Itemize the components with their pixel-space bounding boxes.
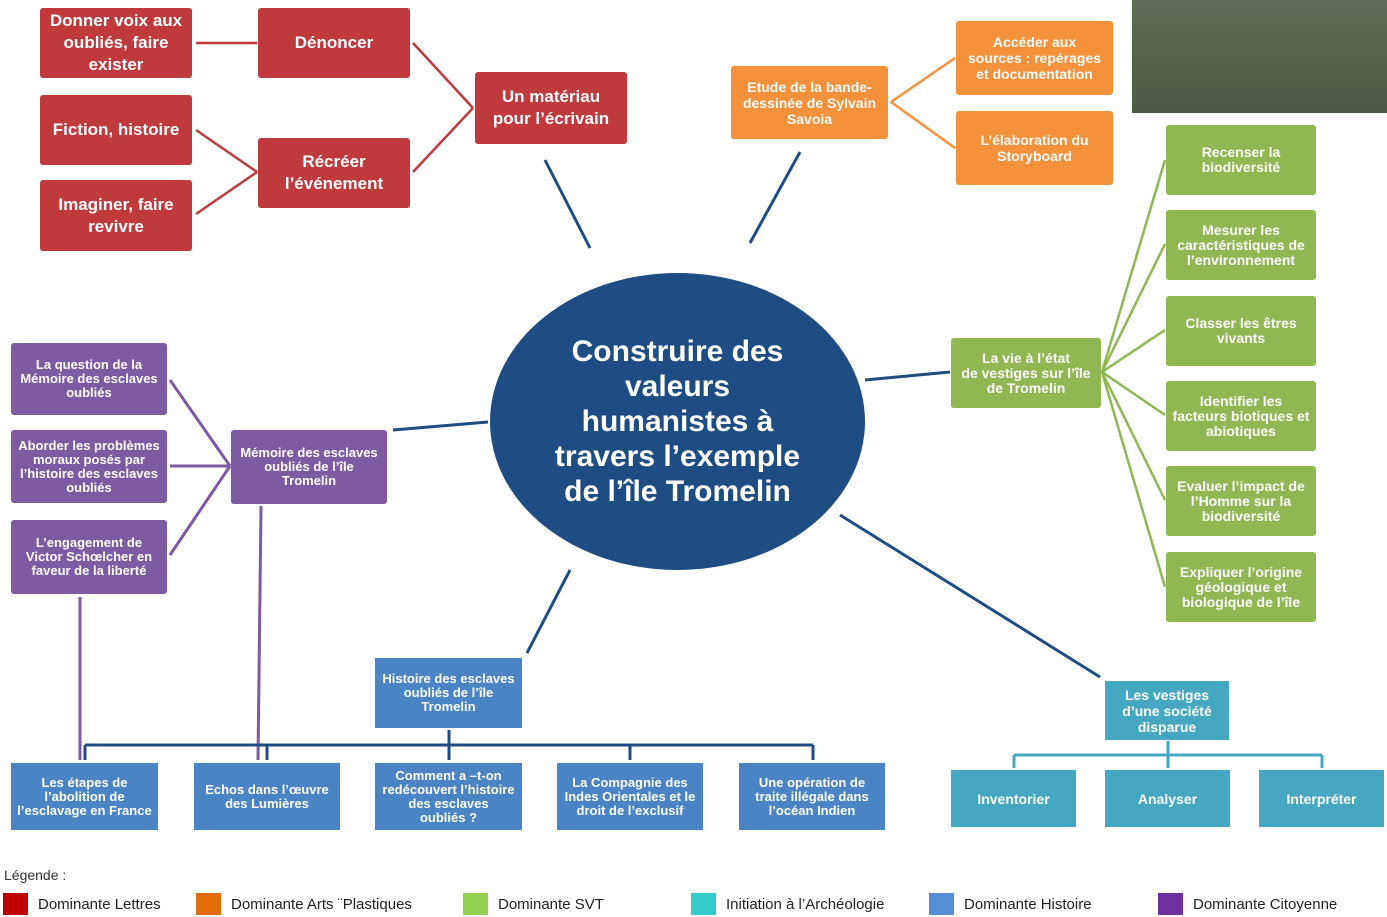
node-svt-item[interactable]: Evaluer l’impact de l’Homme sur la biodi…	[1166, 466, 1316, 536]
node-vie-etat-vestiges[interactable]: La vie à l’état de vestiges sur l’île de…	[951, 338, 1101, 408]
node-imaginer[interactable]: Imaginer, faire revivre	[40, 180, 192, 251]
node-svt-item[interactable]: Classer les êtres vivants	[1166, 296, 1316, 366]
legend-label: Dominante Arts ¨Plastiques	[231, 895, 412, 913]
node-fiction[interactable]: Fiction, histoire	[40, 95, 192, 165]
legend-swatch	[196, 893, 221, 915]
node-archeologie-item[interactable]: Analyser	[1105, 770, 1230, 827]
node-storyboard[interactable]: L’élaboration du Storyboard	[956, 111, 1113, 185]
legend-label: Dominante Histoire	[964, 895, 1092, 913]
node-svt-item[interactable]: Mesurer les caractéristiques de l’enviro…	[1166, 210, 1316, 280]
node-archeologie-item[interactable]: Inventorier	[951, 770, 1076, 827]
node-archeologie-item[interactable]: Interpréter	[1259, 770, 1384, 827]
legend-swatch	[1158, 893, 1183, 915]
node-memoire-esclaves[interactable]: Mémoire des esclaves oubliés de l’île Tr…	[231, 430, 387, 504]
node-recreer[interactable]: Récréer l’événement	[258, 138, 410, 208]
node-vestiges-societe[interactable]: Les vestiges d’une société disparue	[1105, 681, 1229, 740]
legend-item: Dominante Citoyenne	[1158, 893, 1337, 915]
node-materiau[interactable]: Un matériau pour l’écrivain	[475, 72, 627, 144]
legend-label: Initiation à l’Archéologie	[726, 895, 885, 913]
node-citoyenne-item[interactable]: Aborder les problèmes moraux posés par l…	[11, 430, 167, 503]
node-svt-item[interactable]: Identifier les facteurs biotiques et abi…	[1166, 381, 1316, 451]
legend-label: Dominante SVT	[498, 895, 604, 913]
node-citoyenne-item[interactable]: L’engagement de Victor Schœlcher en fave…	[11, 520, 167, 594]
node-histoire-item[interactable]: Comment a –t-on redécouvert l’histoire d…	[375, 763, 522, 830]
legend-swatch	[3, 893, 28, 915]
node-histoire-item[interactable]: Une opération de traite illégale dans l’…	[739, 763, 885, 830]
node-histoire-item[interactable]: La Compagnie des Indes Orientales et le …	[557, 763, 703, 830]
legend-item: Initiation à l’Archéologie	[691, 893, 884, 915]
legend-title: Légende :	[4, 867, 67, 883]
node-sources[interactable]: Accéder aux sources : repérages et docum…	[956, 21, 1113, 95]
legend-swatch	[691, 893, 716, 915]
legend-swatch	[463, 893, 488, 915]
legend-item: Dominante SVT	[463, 893, 604, 915]
node-denoncer[interactable]: Dénoncer	[258, 8, 410, 78]
node-histoire-item[interactable]: Echos dans l’œuvre des Lumières	[194, 763, 340, 830]
photo-thumbnail	[1132, 0, 1387, 113]
node-histoire-item[interactable]: Les étapes de l’abolition de l’esclavage…	[11, 763, 158, 830]
central-topic[interactable]: Construire des valeurs humanistes à trav…	[490, 273, 865, 570]
node-histoire-esclaves[interactable]: Histoire des esclaves oubliés de l’île T…	[375, 658, 522, 728]
node-etude-bd[interactable]: Etude de la bande- dessinée de Sylvain S…	[731, 66, 888, 139]
node-svt-item[interactable]: Expliquer l’origine géologique et biolog…	[1166, 552, 1316, 622]
node-citoyenne-item[interactable]: La question de la Mémoire des esclaves o…	[11, 343, 167, 415]
node-donner-voix[interactable]: Donner voix aux oubliés, faire exister	[40, 8, 192, 78]
legend-item: Dominante Lettres	[3, 893, 161, 915]
legend-swatch	[929, 893, 954, 915]
legend-label: Dominante Citoyenne	[1193, 895, 1338, 913]
legend-item: Dominante Arts ¨Plastiques	[196, 893, 412, 915]
node-svt-item[interactable]: Recenser la biodiversité	[1166, 125, 1316, 195]
legend-item: Dominante Histoire	[929, 893, 1092, 915]
legend-label: Dominante Lettres	[38, 895, 161, 913]
